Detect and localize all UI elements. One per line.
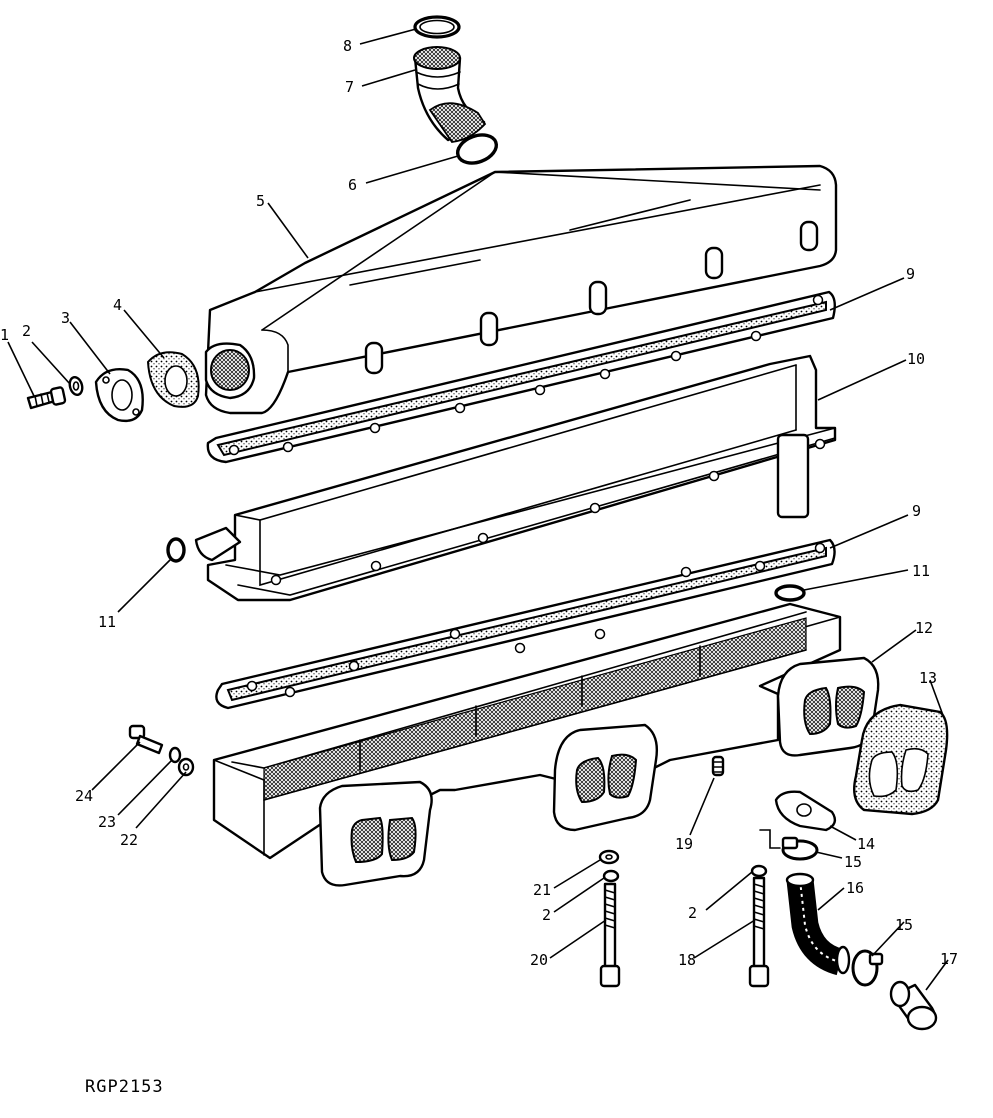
- assembly-bracket-line: [759, 829, 781, 849]
- lock-washer-center: [602, 869, 620, 883]
- callout-22: 22: [120, 831, 138, 849]
- callout-24: 24: [75, 787, 93, 805]
- callout-23: 23: [98, 813, 116, 831]
- callout-labels: 8 7 6 5 9 10 1 2 3 4 9 11 11 12 13 24 23…: [0, 37, 958, 969]
- callout-1: 1: [0, 326, 9, 344]
- callout-8: 8: [343, 37, 352, 55]
- long-bolt-right: [748, 876, 770, 988]
- o-ring-top: [413, 15, 461, 39]
- callout-7: 7: [345, 78, 354, 96]
- callout-9-upper: 9: [906, 265, 915, 283]
- callout-2-right: 2: [688, 904, 697, 922]
- callout-3: 3: [61, 309, 70, 327]
- gasket-upper: [206, 290, 836, 464]
- callout-16: 16: [846, 879, 864, 897]
- flange-bolt: [26, 386, 67, 410]
- lock-washer-left: [168, 746, 182, 764]
- lock-washer-right: [750, 864, 768, 878]
- o-ring-right: [774, 584, 806, 602]
- callout-15-upper: 15: [844, 853, 862, 871]
- callout-2-center: 2: [542, 906, 551, 924]
- callout-11-left: 11: [98, 613, 116, 631]
- hose-clamp-upper: [781, 836, 819, 861]
- intake-manifold: [212, 602, 880, 887]
- port-gasket: [853, 703, 949, 816]
- o-ring-left: [166, 537, 186, 563]
- callout-19: 19: [675, 835, 693, 853]
- elbow-pipe: [413, 46, 487, 143]
- callout-17: 17: [940, 950, 958, 968]
- flange-gasket: [146, 351, 200, 408]
- callout-5: 5: [256, 192, 265, 210]
- manifold-bolt: [128, 724, 164, 755]
- leader-lines: [7, 28, 949, 991]
- flat-washer-left: [177, 757, 195, 777]
- long-bolt-left: [599, 882, 621, 988]
- elbow-fitting: [889, 980, 938, 1031]
- callout-14: 14: [857, 835, 875, 853]
- callout-11-right: 11: [912, 562, 930, 580]
- flat-washer: [598, 849, 620, 865]
- callout-20: 20: [530, 951, 548, 969]
- callout-2-flange: 2: [22, 322, 31, 340]
- callout-10: 10: [907, 350, 925, 368]
- callout-6: 6: [348, 176, 357, 194]
- fitting-flange: [774, 790, 837, 832]
- figure-code: RGP2153: [85, 1077, 164, 1097]
- aftercooler-core: [194, 354, 837, 602]
- callout-4: 4: [113, 296, 122, 314]
- gasket-lower: [215, 538, 836, 710]
- callout-21: 21: [533, 881, 551, 899]
- callout-9-lower: 9: [912, 502, 921, 520]
- callout-15-lower: 15: [895, 916, 913, 934]
- aftercooler-cover: [204, 164, 838, 415]
- flange-washer: [68, 375, 84, 397]
- flange-plate: [94, 368, 144, 423]
- hose-clamp-lower: [851, 949, 884, 987]
- o-ring-lower: [455, 133, 499, 165]
- plug-stud: [711, 755, 725, 777]
- callout-18: 18: [678, 951, 696, 969]
- callout-13: 13: [919, 669, 937, 687]
- coolant-hose: [785, 872, 851, 976]
- callout-12: 12: [915, 619, 933, 637]
